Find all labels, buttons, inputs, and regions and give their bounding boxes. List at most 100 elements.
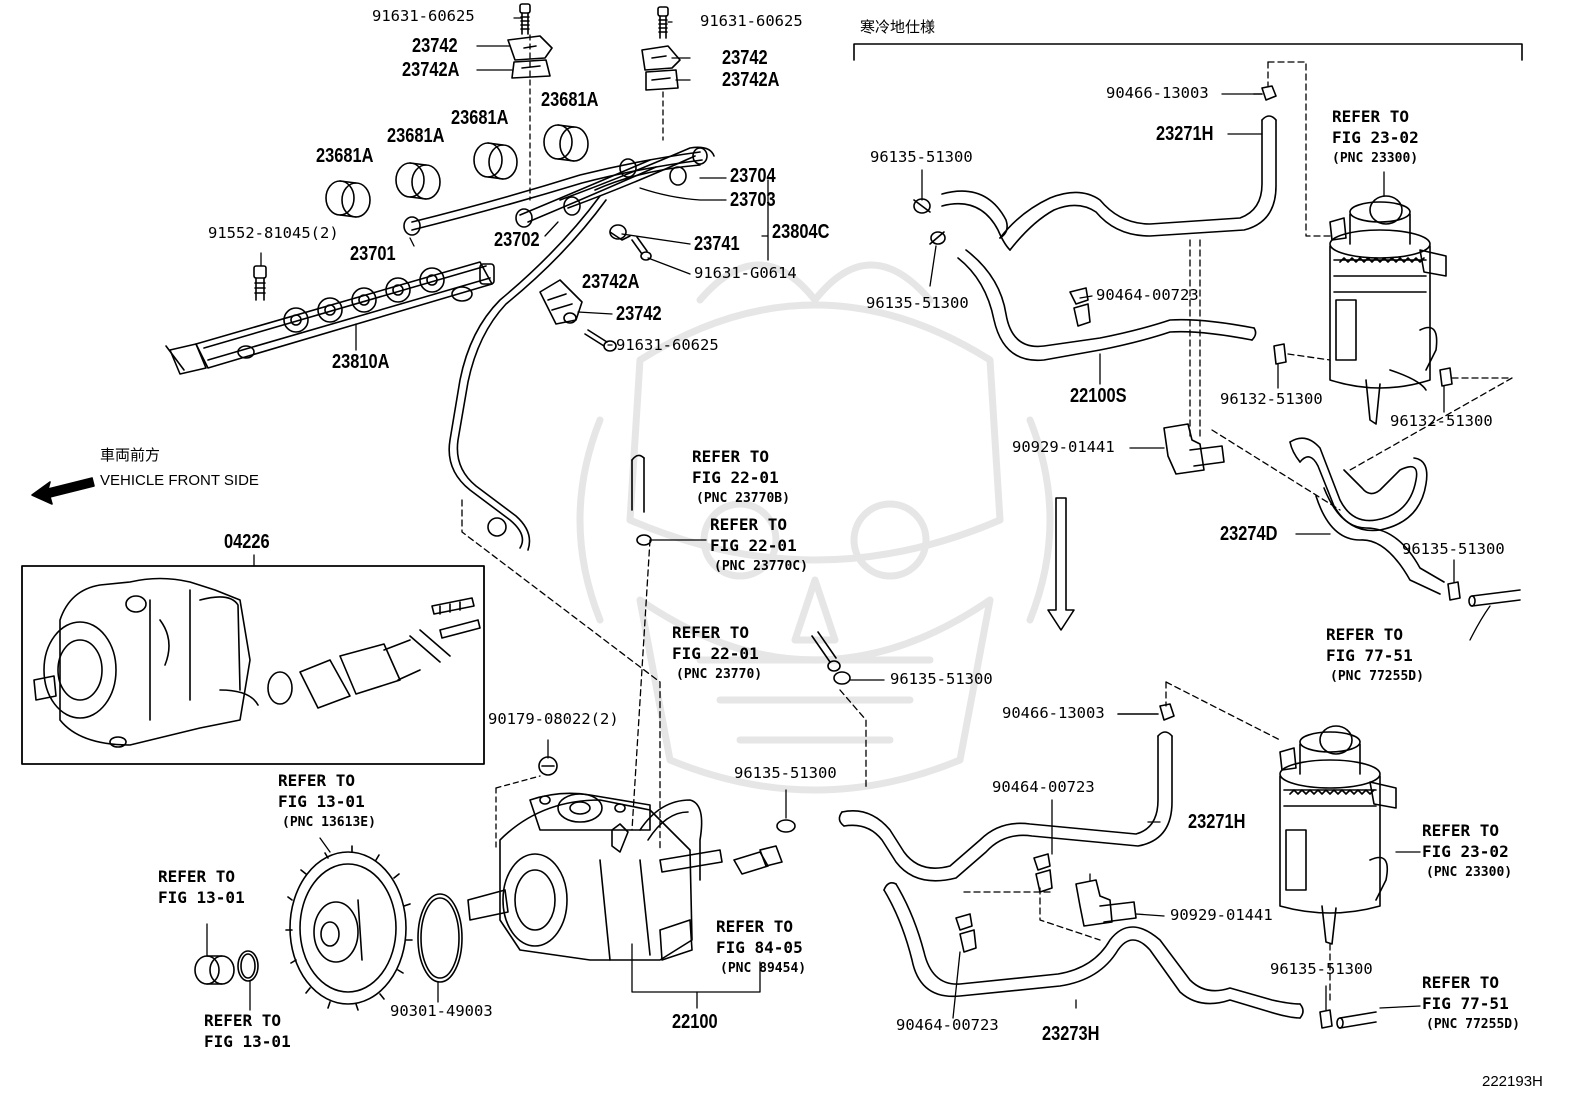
- drive-gear: [285, 845, 413, 1011]
- refer-fig-23-02-lower: REFER TO FIG 23-02 (PNC 23300): [1422, 820, 1512, 883]
- refer-fig-77-51-upper: REFER TO FIG 77-51 (PNC 77255D): [1326, 624, 1424, 687]
- part-label-96135-51300-a: 96135-51300: [870, 148, 973, 166]
- hose-23273H: [883, 882, 1304, 1019]
- part-label-91631-60625-a: 91631-60625: [372, 7, 475, 25]
- clip-90464-b: [1033, 853, 1053, 893]
- part-label-90464-00723-c: 90464-00723: [896, 1016, 999, 1034]
- clip-ref-23770C: [636, 534, 707, 546]
- leader-lines-pump: [461, 499, 867, 1009]
- refer-line2: FIG 13-01: [278, 792, 365, 811]
- part-label-96135-51300-c: 96135-51300: [890, 670, 993, 688]
- refer-line1: REFER TO: [1422, 821, 1500, 840]
- refer-line3: (PNC 23770C): [714, 559, 808, 574]
- part-label-90464-00723-a: 90464-00723: [1096, 286, 1199, 304]
- part-label-90466-13003-a: 90466-13003: [1106, 84, 1209, 102]
- part-label-96132-51300-a: 96132-51300: [1220, 390, 1323, 408]
- part-label-23681A-1: 23681A: [541, 89, 599, 111]
- hose-ref-23770B: [631, 454, 645, 513]
- part-label-23702: 23702: [494, 229, 540, 251]
- leader-lines-upper-right: [921, 61, 1513, 641]
- part-label-90466-13003-b: 90466-13003: [1002, 704, 1105, 722]
- refer-line1: REFER TO: [672, 623, 750, 642]
- hose-22100S: [957, 249, 1257, 362]
- part-label-22100: 22100: [672, 1011, 718, 1033]
- clamp-23742-lower: [539, 279, 583, 325]
- o-ring-in-kit: [267, 671, 293, 705]
- bushing-ref-13-01: [194, 955, 235, 985]
- part-label-23274D: 23274D: [1220, 523, 1278, 545]
- bracket-90929-b: [1075, 879, 1137, 927]
- diagram-id: 222193H: [1482, 1073, 1543, 1090]
- pipe-ref-77255D-a: [1468, 589, 1521, 607]
- refer-fig-22-01-23770B: REFER TO FIG 22-01 (PNC 23770B): [692, 446, 790, 509]
- seal-ring-ref-13-01: [237, 950, 259, 982]
- valve-in-kit: [299, 629, 451, 709]
- clamp-23741: [609, 224, 631, 241]
- refer-line2: FIG 84-05: [716, 938, 803, 957]
- refer-line3: (PNC 23300): [1332, 151, 1419, 166]
- pump-sketch-in-kit: [33, 577, 259, 748]
- clip-96135-a: [913, 198, 931, 214]
- refer-line1: REFER TO: [692, 447, 770, 466]
- part-label-23742-c: 23742: [616, 303, 662, 325]
- vent-90466-a: [1253, 85, 1277, 101]
- refer-line3: (PNC 77255D): [1426, 1017, 1520, 1032]
- refer-fig-77-51-lower: REFER TO FIG 77-51 (PNC 77255D): [1422, 972, 1520, 1035]
- part-label-23681A-4: 23681A: [316, 145, 374, 167]
- clip-96135-f: [1319, 1009, 1333, 1029]
- clip-90464-a: [1069, 287, 1091, 327]
- part-label-23701: 23701: [350, 243, 396, 265]
- part-label-23703: 23703: [730, 189, 776, 211]
- refer-line1: REFER TO: [1326, 625, 1404, 644]
- part-label-96132-51300-b: 96132-51300: [1390, 412, 1493, 430]
- refer-line2: FIG 23-02: [1422, 842, 1509, 861]
- part-label-90179-08022: 90179-08022(2): [488, 710, 619, 728]
- part-label-23741: 23741: [694, 233, 740, 255]
- part-label-23742-b: 23742: [722, 47, 768, 69]
- refer-line1: REFER TO: [278, 771, 356, 790]
- part-label-90929-01441-b: 90929-01441: [1170, 906, 1273, 924]
- refer-fig-13-01-bushing: REFER TO FIG 13-01: [158, 866, 245, 908]
- refer-fig-22-01-23770: REFER TO FIG 22-01 (PNC 23770): [672, 622, 762, 685]
- part-label-96135-51300-e: 96135-51300: [1402, 540, 1505, 558]
- direction-en: VEHICLE FRONT SIDE: [100, 472, 259, 489]
- clip-96135-c: [833, 671, 885, 685]
- refer-line1: REFER TO: [158, 867, 236, 886]
- refer-line1: REFER TO: [1422, 973, 1500, 992]
- part-label-23742A-b: 23742A: [722, 69, 780, 91]
- part-label-96135-51300-b: 96135-51300: [866, 294, 969, 312]
- hose-upper-left-segment: [941, 190, 1011, 251]
- direction-jp: 車両前方: [100, 446, 161, 464]
- fuel-rail-23810A: [165, 261, 495, 375]
- refer-line1: REFER TO: [1332, 107, 1410, 126]
- bolt-91631-top-mid: [657, 6, 669, 39]
- clip-96132-b: [1439, 367, 1453, 387]
- refer-line3: (PNC 23770B): [696, 491, 790, 506]
- part-label-23804C: 23804C: [772, 221, 830, 243]
- refer-line2: FIG 22-01: [692, 468, 779, 487]
- hose-23271H-b: [838, 731, 1173, 882]
- refer-fig-13-01-ring: REFER TO FIG 13-01: [204, 1010, 291, 1052]
- refer-line3: (PNC 23300): [1426, 865, 1513, 880]
- hose-23271H-a: [999, 115, 1277, 251]
- refer-line3: (PNC 89454): [720, 961, 807, 976]
- clip-96135-d: [776, 789, 796, 833]
- part-label-23273H: 23273H: [1042, 1023, 1100, 1045]
- part-label-23271H-b: 23271H: [1188, 811, 1246, 833]
- hose-23274D: [1289, 437, 1445, 595]
- leader-lines-top-left: [260, 17, 769, 351]
- part-label-90929-01441-a: 90929-01441: [1012, 438, 1115, 456]
- refer-line1: REFER TO: [710, 515, 788, 534]
- pipe-ref-77255D-b: [1336, 1011, 1377, 1029]
- bolt-91552: [253, 265, 267, 301]
- bolt-91631-top-left: [519, 3, 531, 35]
- part-label-23742-a: 23742: [412, 35, 458, 57]
- part-label-90301-49003: 90301-49003: [390, 1002, 493, 1020]
- part-label-91552-81045: 91552-81045(2): [208, 224, 339, 242]
- refer-fig-23-02-upper: REFER TO FIG 23-02 (PNC 23300): [1332, 106, 1419, 169]
- part-label-04226: 04226: [224, 531, 270, 553]
- leader-lines-lower-left: [206, 837, 439, 1011]
- grommet-23681A: [325, 124, 589, 218]
- vent-90466-b: [1117, 703, 1175, 721]
